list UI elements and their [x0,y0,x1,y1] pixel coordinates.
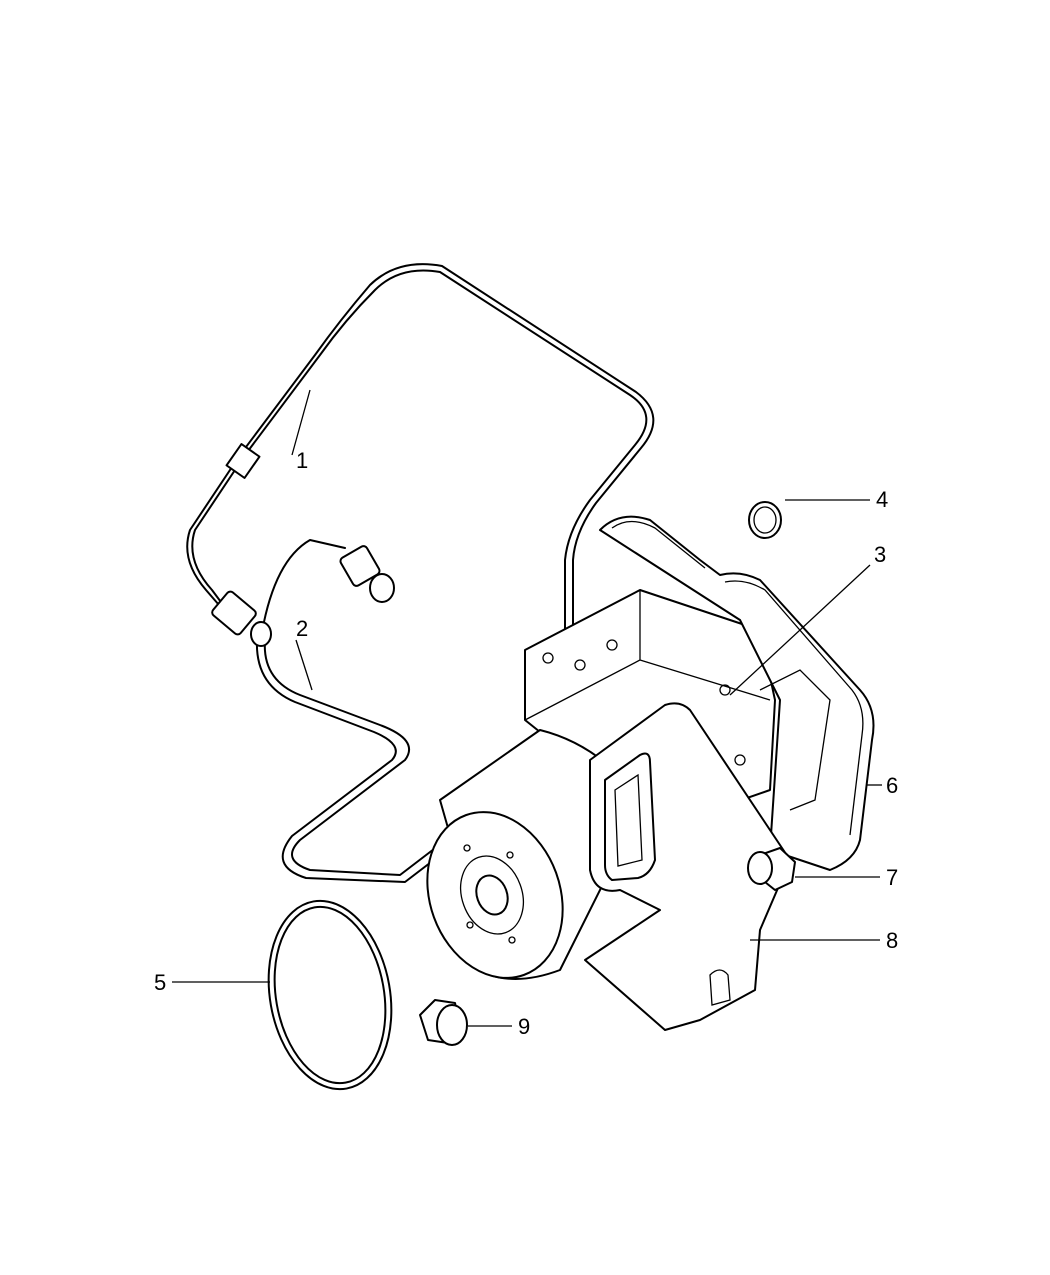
o-ring-small-inner [753,506,777,534]
callout-7: 7 [886,865,898,890]
callout-3: 3 [874,542,886,567]
callout-6: 6 [886,773,898,798]
callout-5: 5 [154,970,166,995]
control-module-cover[interactable] [599,515,875,871]
callout-1: 1 [296,448,308,473]
nut[interactable] [419,999,468,1046]
callout-4: 4 [876,487,888,512]
callout-2: 2 [296,616,308,641]
callout-9: 9 [518,1014,530,1039]
seal-ring-large[interactable] [254,891,405,1099]
bracket[interactable] [584,702,791,1031]
bolt[interactable] [747,847,796,891]
callout-8: 8 [886,928,898,953]
leader-lines [172,389,882,1027]
